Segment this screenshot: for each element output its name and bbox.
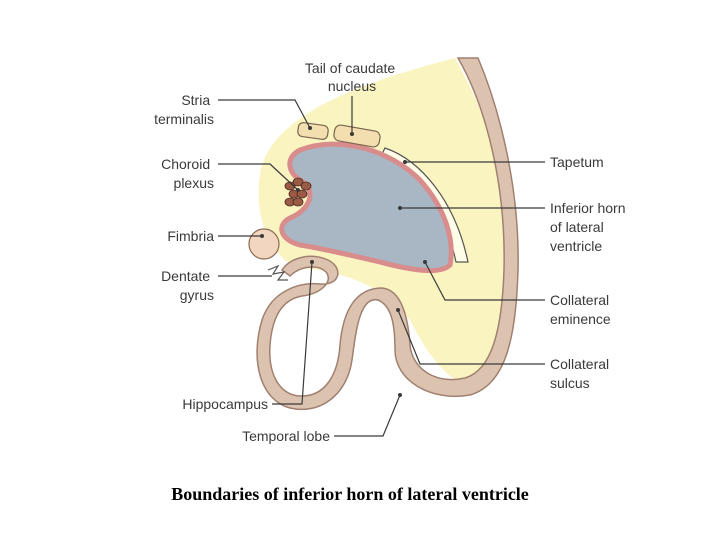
label-tail-2: nucleus xyxy=(328,78,376,94)
label-dentate-2: gyrus xyxy=(180,287,214,303)
stria-terminalis xyxy=(297,122,329,140)
label-temporal: Temporal lobe xyxy=(242,428,330,444)
temporal-lobe-cortex xyxy=(256,57,519,411)
label-sulcus-2: sulcus xyxy=(550,375,590,391)
svg-text:Hippocampus: Hippocampus xyxy=(182,396,268,412)
label-fimbria: Fimbria xyxy=(167,228,214,244)
label-choroid-2: plexus xyxy=(174,175,214,191)
leader-eminence xyxy=(424,261,545,301)
svg-text:Choroid plexus: Choroid plexus xyxy=(161,156,214,191)
leader-hippocampus xyxy=(272,261,313,405)
svg-text:Collateral eminence: Collateral eminence xyxy=(550,292,613,327)
choroid-plexus xyxy=(284,177,312,207)
label-stria-2: terminalis xyxy=(154,111,214,127)
leader-sulcus xyxy=(397,309,545,365)
svg-text:Temporal lobe: Temporal lobe xyxy=(242,428,330,444)
label-sulcus-1: Collateral xyxy=(550,356,609,372)
label-choroid-1: Choroid xyxy=(161,156,210,172)
label-hippocampus: Hippocampus xyxy=(182,396,268,412)
figure-caption: Boundaries of inferior horn of lateral v… xyxy=(171,484,529,504)
leader-choroid xyxy=(218,163,299,191)
svg-text:Inferior horn of lateral: Inferior horn of lateral ventricle xyxy=(550,200,629,254)
inferior-horn xyxy=(279,141,454,273)
leader-stria xyxy=(218,99,311,129)
label-inferior-3: ventricle xyxy=(550,238,602,254)
svg-text:Fimbria: Fimbria xyxy=(167,228,214,244)
svg-text:Stria terminalis: Stria terminalis xyxy=(154,92,214,127)
dentate-gyrus xyxy=(267,264,288,281)
svg-text:Collateral sulcus: Collateral sulcus xyxy=(550,356,613,391)
label-tail-1: Tail of caudate xyxy=(305,60,395,76)
label-eminence-1: Collateral xyxy=(550,292,609,308)
label-stria-1: Stria xyxy=(181,92,210,108)
label-inferior-2: of lateral xyxy=(550,219,604,235)
svg-text:Tapetum: Tapetum xyxy=(550,154,604,170)
fimbria xyxy=(248,228,280,260)
label-tapetum: Tapetum xyxy=(550,154,604,170)
svg-text:Dentate gyrus: Dentate gyrus xyxy=(161,268,214,303)
label-eminence-2: eminence xyxy=(550,311,611,327)
leader-temporal xyxy=(334,394,401,437)
svg-text:Tail of caudate nucleus: Tail of caudate nucleus xyxy=(305,60,399,94)
label-dentate-1: Dentate xyxy=(161,268,210,284)
caudate-tail xyxy=(333,124,381,148)
label-inferior-1: Inferior horn xyxy=(550,200,625,216)
